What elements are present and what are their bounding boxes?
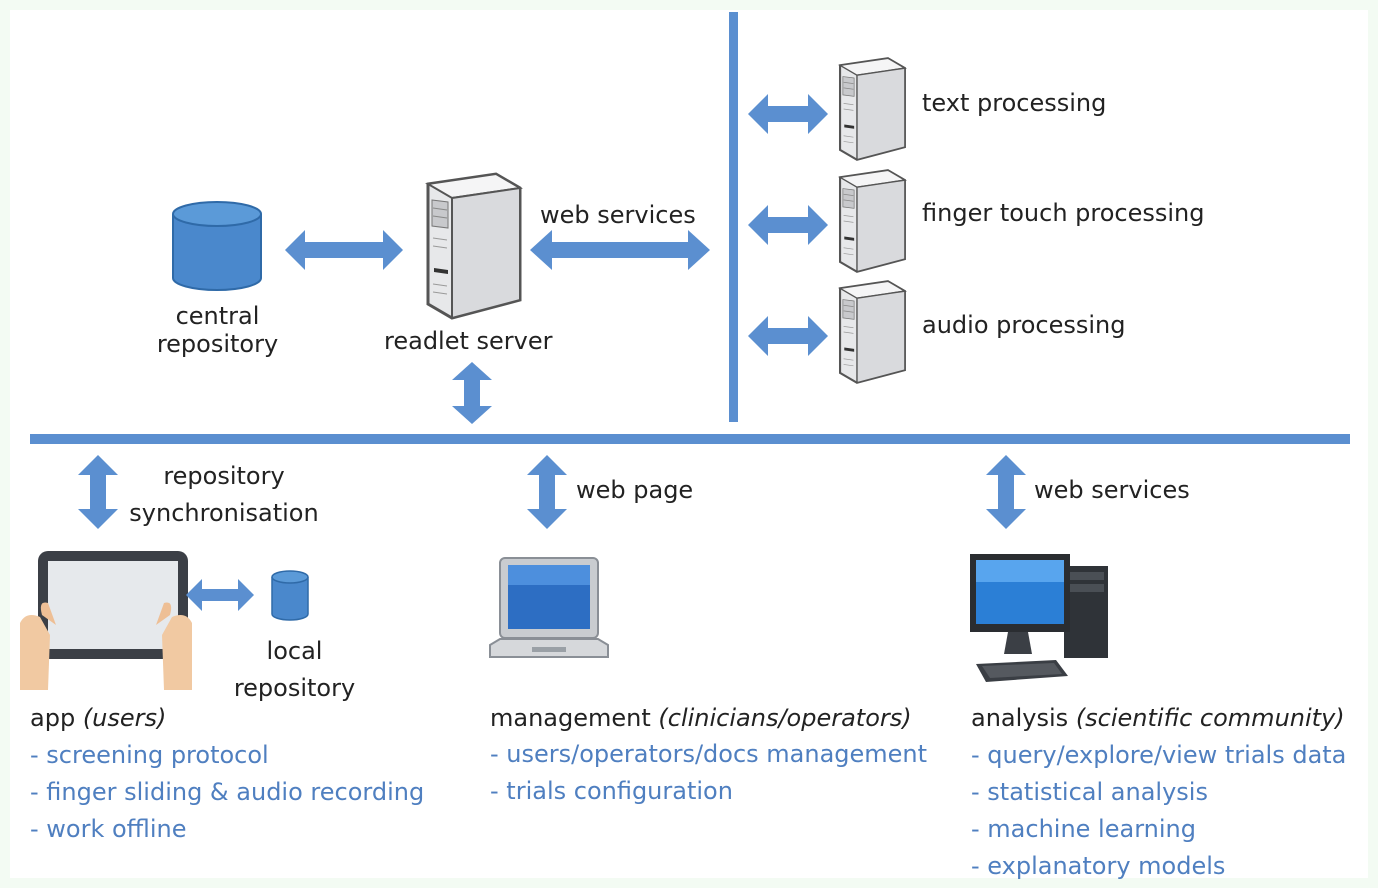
local-repository-line2: repository bbox=[233, 674, 356, 702]
vertical-divider bbox=[729, 12, 738, 422]
database-icon bbox=[271, 570, 309, 621]
double-arrow-repo-server bbox=[285, 230, 403, 270]
list-item: - query/explore/view trials data bbox=[971, 741, 1347, 769]
app-title-italic: (users) bbox=[82, 704, 167, 732]
double-arrow-finger-processing bbox=[748, 205, 828, 245]
central-repository-label: central repository bbox=[140, 302, 295, 358]
list-item: - machine learning bbox=[971, 815, 1196, 843]
double-arrow-text-processing bbox=[748, 94, 828, 134]
horizontal-divider bbox=[30, 434, 1350, 444]
repository-sync-label: repository synchronisation bbox=[118, 458, 330, 532]
list-item: - statistical analysis bbox=[971, 778, 1208, 806]
audio-processing-label: audio processing bbox=[922, 311, 1126, 339]
double-arrow-server-services bbox=[530, 230, 710, 270]
double-arrow-audio-processing bbox=[748, 316, 828, 356]
web-services-top-label: web services bbox=[540, 201, 696, 229]
server-icon bbox=[426, 172, 522, 320]
double-arrow-web-page bbox=[527, 455, 567, 529]
app-title-text: app bbox=[30, 704, 83, 732]
analysis-title: analysis (scientific community) bbox=[971, 704, 1345, 733]
app-feature-list: - screening protocol - finger sliding & … bbox=[30, 737, 424, 848]
text-processing-label: text processing bbox=[922, 89, 1107, 117]
analysis-feature-list: - query/explore/view trials data - stati… bbox=[971, 737, 1346, 885]
desktop-computer-icon bbox=[970, 554, 1108, 682]
readlet-server-label: readlet server bbox=[384, 327, 553, 355]
database-icon bbox=[172, 201, 262, 291]
double-arrow-server-down bbox=[452, 362, 492, 424]
analysis-title-italic: (scientific community) bbox=[1075, 704, 1345, 732]
management-feature-list: - users/operators/docs management - tria… bbox=[490, 736, 927, 810]
list-item: - finger sliding & audio recording bbox=[30, 778, 425, 806]
app-title: app (users) bbox=[30, 704, 167, 733]
double-arrow-app-sync bbox=[78, 455, 118, 529]
web-page-label: web page bbox=[576, 476, 694, 504]
management-title: management (clinicians/operators) bbox=[490, 704, 912, 733]
list-item: - users/operators/docs management bbox=[490, 740, 928, 768]
analysis-title-text: analysis bbox=[971, 704, 1076, 732]
server-icon bbox=[838, 280, 906, 384]
central-repository-line2: repository bbox=[156, 329, 279, 358]
double-arrow-web-services-bottom bbox=[986, 455, 1026, 529]
tablet-icon bbox=[20, 551, 192, 690]
list-item: - screening protocol bbox=[30, 741, 269, 769]
server-icon bbox=[838, 57, 906, 161]
web-services-bottom-label: web services bbox=[1034, 476, 1190, 504]
central-repository-line1: central bbox=[175, 302, 260, 330]
laptop-icon bbox=[489, 557, 609, 658]
management-title-text: management bbox=[490, 704, 659, 732]
double-arrow-tablet-local bbox=[186, 579, 254, 611]
list-item: - trials configuration bbox=[490, 777, 733, 805]
list-item: - explanatory models bbox=[971, 852, 1226, 880]
finger-touch-processing-label: finger touch processing bbox=[922, 199, 1205, 227]
sync-label-line2: synchronisation bbox=[129, 499, 319, 527]
local-repository-line1: local bbox=[266, 637, 323, 665]
list-item: - work offline bbox=[30, 815, 187, 843]
local-repository-label: local repository bbox=[222, 633, 367, 707]
management-title-italic: (clinicians/operators) bbox=[658, 704, 912, 732]
server-icon bbox=[838, 169, 906, 273]
sync-label-line1: repository bbox=[163, 462, 285, 490]
